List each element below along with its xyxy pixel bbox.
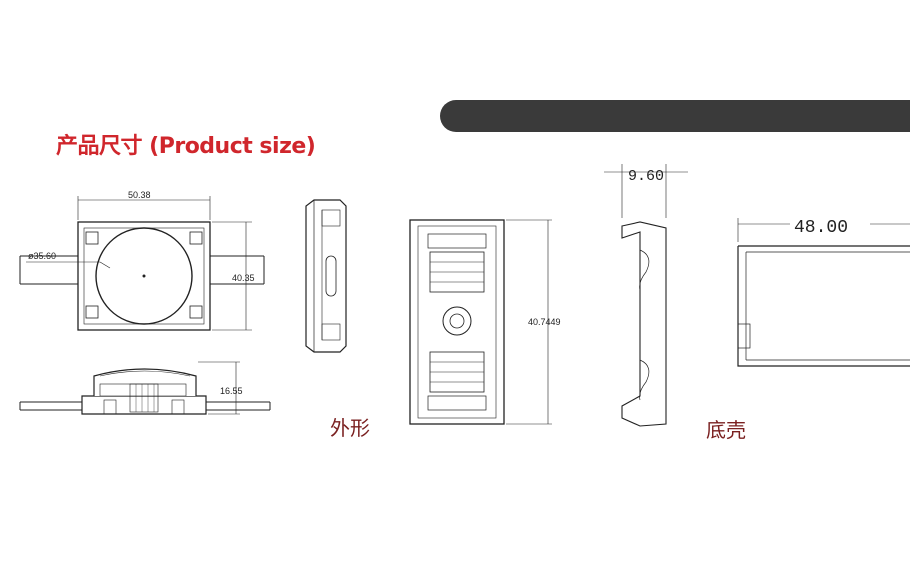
shell-top-view — [737, 218, 910, 367]
caption-bottom-shell: 底壳 — [706, 418, 746, 442]
back-view — [409, 219, 552, 425]
page-title: 产品尺寸 (Product size) — [56, 134, 316, 159]
shell-section-view — [604, 164, 688, 427]
front-view — [19, 196, 265, 331]
dim-height-side: 40.35 — [232, 273, 255, 283]
dim-shell-length: 48.00 — [794, 218, 848, 238]
narrow-side-view — [305, 199, 347, 353]
dim-thickness: 16.55 — [220, 386, 243, 396]
dim-shell-depth: 9.60 — [628, 168, 664, 185]
header-banner — [440, 100, 910, 132]
caption-outline: 外形 — [330, 416, 370, 440]
side-view — [19, 361, 271, 415]
dim-inner-height: 40.7449 — [528, 317, 561, 327]
dim-width-top: 50.38 — [128, 190, 151, 200]
dim-lens-diameter: ø35.60 — [28, 251, 56, 261]
